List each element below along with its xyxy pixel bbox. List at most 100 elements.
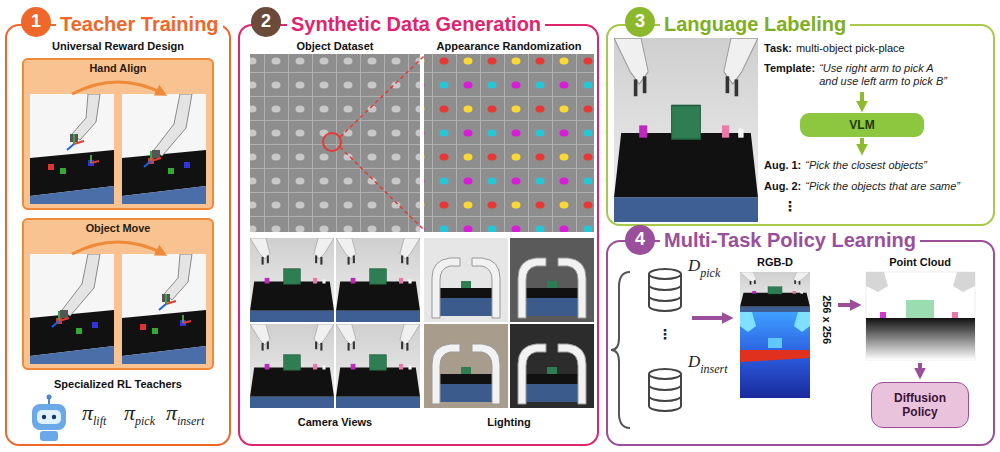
progress-arrow bbox=[72, 242, 164, 254]
database-top bbox=[649, 369, 681, 379]
light-ground bbox=[510, 238, 594, 322]
panel-title: Synthetic Data Generation bbox=[287, 12, 545, 36]
flow-arrow bbox=[838, 303, 858, 307]
reward-box: Object Move bbox=[22, 218, 214, 370]
instruction-text: “Pick the closest objects” bbox=[805, 159, 927, 172]
depth-table-edge bbox=[740, 350, 810, 362]
database-band bbox=[649, 285, 681, 301]
dataset-symbol: D bbox=[688, 256, 700, 276]
box-label: VLM bbox=[849, 118, 874, 132]
point-cloud-object bbox=[952, 312, 958, 318]
point-cloud-object bbox=[880, 312, 886, 318]
ellipsis: ⋮ bbox=[783, 198, 797, 215]
step-number-text: 4 bbox=[635, 229, 645, 251]
database bbox=[649, 269, 681, 311]
point-cloud bbox=[866, 272, 975, 360]
panel-title: Language Labeling bbox=[660, 12, 850, 36]
box-title: Hand Align bbox=[24, 62, 212, 75]
point-cloud-table bbox=[866, 318, 975, 360]
robot-head bbox=[32, 404, 66, 430]
robot-eye bbox=[52, 415, 56, 419]
policy-symbol: π bbox=[82, 400, 93, 426]
database-band bbox=[649, 385, 681, 401]
sim-image bbox=[122, 254, 206, 364]
camera-view bbox=[250, 324, 334, 408]
reward-box: Hand Align bbox=[22, 58, 214, 210]
step-number: 1 bbox=[21, 7, 51, 37]
dataset-subscript: pick bbox=[700, 266, 720, 280]
policy-box: Diffusion Policy bbox=[871, 382, 969, 428]
section-label: Specialized RL Teachers bbox=[54, 378, 182, 391]
stage-panel: Multi-Task Policy Learning4Diffusion Pol… bbox=[606, 240, 995, 446]
policy-subscript: insert bbox=[177, 414, 204, 428]
zoom-line bbox=[340, 56, 424, 137]
step-number-text: 3 bbox=[635, 11, 645, 33]
brace bbox=[611, 272, 630, 428]
antenna-tip bbox=[47, 395, 52, 400]
panel-title: Teacher Training bbox=[56, 12, 223, 36]
policy-subscript: pick bbox=[135, 414, 155, 428]
robot-icon bbox=[32, 395, 66, 442]
light-ground bbox=[424, 238, 508, 322]
field-value: multi-object pick-place bbox=[796, 42, 905, 55]
robot-face bbox=[37, 410, 61, 424]
progress-arrow bbox=[72, 82, 164, 94]
sim-image bbox=[30, 254, 114, 364]
rgb-image bbox=[740, 272, 810, 312]
image-label: Appearance Randomization bbox=[437, 40, 582, 53]
section-label: Universal Reward Design bbox=[52, 40, 184, 53]
flow-arrow bbox=[918, 363, 922, 376]
image-label: RGB-D bbox=[757, 256, 793, 269]
field-label: Template: bbox=[764, 62, 815, 75]
box-label: Diffusion Policy bbox=[878, 391, 962, 420]
camera-view bbox=[336, 324, 420, 408]
lighting-view bbox=[432, 344, 500, 404]
step-number: 3 bbox=[625, 7, 655, 37]
colored-grid bbox=[424, 54, 594, 232]
stage-panel: Teacher TrainingUniversal Reward DesignS… bbox=[5, 24, 231, 446]
panel-title: Multi-Task Policy Learning bbox=[660, 228, 920, 252]
light-ground bbox=[510, 324, 594, 408]
step-number: 4 bbox=[625, 225, 655, 255]
highlight-circle bbox=[323, 133, 341, 151]
instruction-text: “Pick the objects that are same” bbox=[805, 180, 960, 193]
field-label: Aug. 1: bbox=[764, 159, 801, 172]
flow-arrow bbox=[860, 138, 864, 152]
ellipsis: ⋮ bbox=[658, 326, 672, 343]
box-fill bbox=[22, 58, 214, 210]
database-top bbox=[649, 269, 681, 279]
database bbox=[649, 369, 681, 411]
flow-arrow bbox=[860, 92, 864, 109]
point-cloud-gripper bbox=[866, 272, 975, 292]
dataset-subscript: insert bbox=[700, 362, 727, 376]
image-label: Camera Views bbox=[298, 416, 372, 429]
model-box: VLM bbox=[800, 113, 924, 137]
lighting-view bbox=[518, 258, 586, 318]
step-number-text: 1 bbox=[31, 11, 41, 33]
lighting-view bbox=[518, 344, 586, 404]
box-fill bbox=[22, 218, 214, 370]
depth-box bbox=[768, 338, 782, 348]
resolution-label: 256 x 256 bbox=[819, 296, 832, 345]
step-number: 2 bbox=[251, 7, 281, 37]
policy-subscript: lift bbox=[93, 414, 106, 428]
lighting-view bbox=[432, 258, 500, 318]
policy-symbol: π bbox=[166, 400, 177, 426]
zoom-line bbox=[340, 147, 424, 230]
depth-image bbox=[740, 312, 810, 398]
stage-panel: Synthetic Data Generation2 bbox=[238, 24, 599, 446]
robot-eye bbox=[42, 415, 46, 419]
camera-view bbox=[250, 238, 334, 322]
camera-view bbox=[336, 238, 420, 322]
task-scene bbox=[614, 38, 758, 222]
field-label: Aug. 2: bbox=[764, 180, 801, 193]
instruction-text: “Use right arm to pick A and use left ar… bbox=[819, 62, 951, 88]
field-label: Task: bbox=[764, 42, 792, 55]
image-label: Lighting bbox=[487, 416, 530, 429]
robot-body bbox=[40, 431, 58, 441]
image-label: Object Dataset bbox=[296, 40, 373, 53]
sim-image bbox=[122, 94, 206, 204]
depth-gripper bbox=[740, 312, 810, 332]
